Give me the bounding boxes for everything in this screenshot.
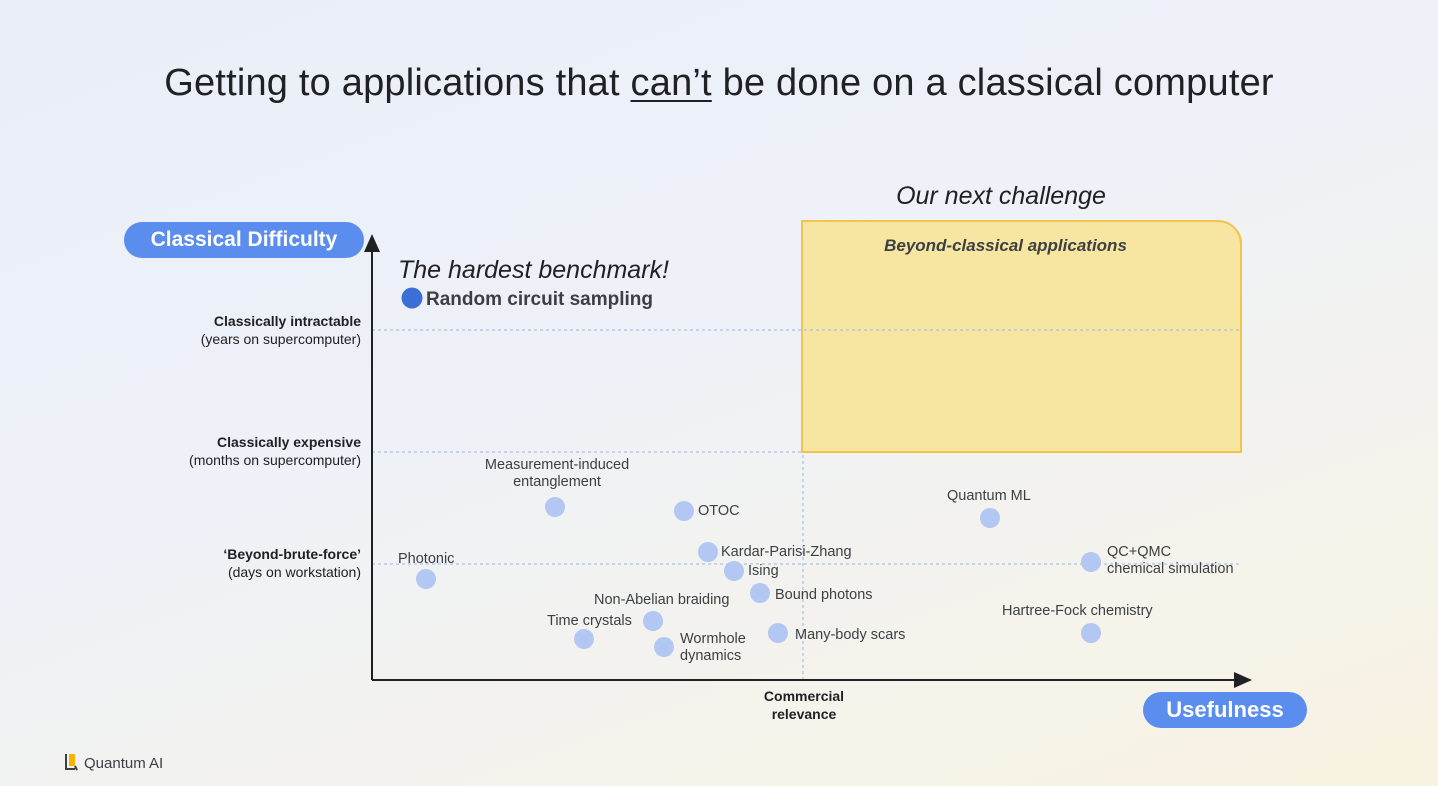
time-crystals-point	[574, 629, 594, 649]
title-emphasis: can’t	[630, 62, 712, 104]
slide-title: Getting to applications that can’t be do…	[0, 62, 1438, 105]
label-line1: QC+QMC	[1107, 544, 1172, 560]
y-level-sub: (days on workstation)	[227, 564, 361, 580]
benchmark-heading: The hardest benchmark!	[398, 256, 669, 284]
random-circuit-sampling-label: Random circuit sampling	[426, 289, 653, 310]
otoc-label: OTOC	[698, 503, 740, 519]
label-line1: Measurement-induced	[484, 457, 630, 473]
kpz-label: Kardar-Parisi-Zhang	[721, 544, 852, 560]
kpz-point	[698, 542, 718, 562]
quantum-ai-logo-icon	[64, 752, 78, 776]
hartree-fock-point	[1081, 623, 1101, 643]
title-text-end: be done on a classical computer	[711, 62, 1274, 104]
x-axis-pill: Usefulness	[1143, 692, 1307, 728]
x-level-line2: relevance	[771, 706, 837, 722]
label-line2: entanglement	[513, 474, 601, 490]
y-level-intractable: Classically intractable (years on superc…	[201, 312, 361, 348]
non-abelian-label: Non-Abelian braiding	[594, 592, 730, 608]
bound-photons-point	[750, 583, 770, 603]
many-body-scars-point	[768, 623, 788, 643]
y-level-beyond-brute-force: ‘Beyond-brute-force’ (days on workstatio…	[223, 545, 361, 581]
brand: Quantum AI	[64, 752, 163, 776]
wormhole-label: Wormhole dynamics	[680, 631, 746, 665]
ising-point	[724, 561, 744, 581]
otoc-point	[674, 501, 694, 521]
time-crystals-label: Time crystals	[547, 613, 632, 629]
y-level-sub: (months on supercomputer)	[189, 452, 361, 468]
quantum-ml-label: Quantum ML	[947, 488, 1031, 504]
y-level-title: Classically expensive	[217, 434, 361, 450]
measurement-induced-point	[545, 497, 565, 517]
quantum-ml-point	[980, 508, 1000, 528]
photonic-point	[416, 569, 436, 589]
label-line1: Wormhole	[680, 631, 746, 647]
many-body-scars-label: Many-body scars	[795, 627, 906, 643]
x-level-line1: Commercial	[763, 688, 845, 704]
beyond-classical-label: Beyond-classical applications	[884, 236, 1127, 255]
wormhole-point	[654, 637, 674, 657]
bound-photons-label: Bound photons	[775, 587, 873, 603]
ising-label: Ising	[748, 563, 779, 579]
beyond-classical-region: Beyond-classical applications	[801, 220, 1242, 453]
random-circuit-sampling-point	[401, 287, 423, 309]
hartree-fock-label: Hartree-Fock chemistry	[1002, 603, 1153, 619]
title-text-start: Getting to applications that	[164, 62, 631, 104]
photonic-label: Photonic	[398, 551, 455, 567]
y-level-expensive: Classically expensive (months on superco…	[189, 433, 361, 469]
qcqmc-label: QC+QMC chemical simulation	[1107, 544, 1234, 578]
measurement-induced-label: Measurement-induced entanglement	[457, 457, 657, 491]
qcqmc-point	[1081, 552, 1101, 572]
y-level-title: Classically intractable	[213, 313, 361, 329]
label-line2: dynamics	[680, 648, 742, 664]
y-axis-pill: Classical Difficulty	[124, 222, 364, 258]
x-level-commercial-relevance: Commercial relevance	[744, 687, 864, 723]
brand-name: Quantum AI	[84, 755, 164, 772]
y-level-sub: (years on supercomputer)	[200, 331, 361, 347]
non-abelian-point	[643, 611, 663, 631]
y-level-title: ‘Beyond-brute-force’	[223, 546, 361, 562]
challenge-heading: Our next challenge	[896, 182, 1106, 210]
label-line2: chemical simulation	[1107, 561, 1234, 577]
